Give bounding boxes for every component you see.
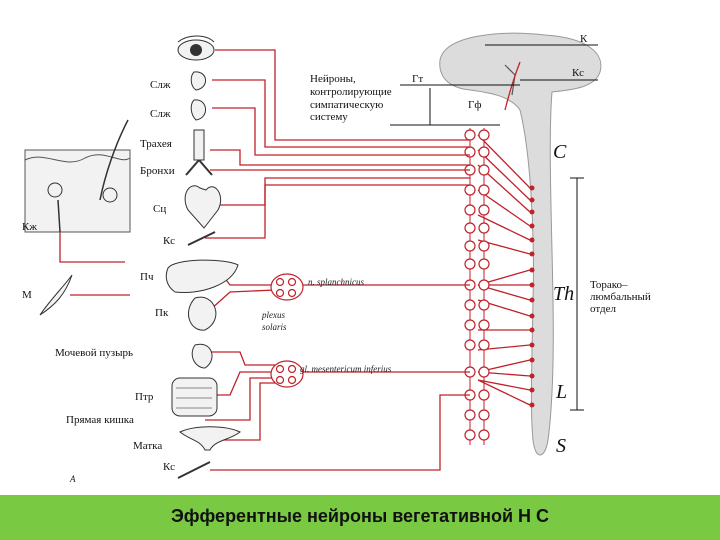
celiac-ganglion — [270, 273, 304, 301]
thoracolumbar-bracket: Торако– люмбальный отдел — [570, 177, 651, 411]
segment-c: C — [553, 141, 567, 163]
label-gt: Гт — [412, 73, 423, 85]
neurons-line2: контролирующие — [310, 86, 392, 98]
footer-title: Эфферентные нейроны вегетативной Н С — [170, 506, 550, 526]
label-trachea: Трахея — [140, 138, 172, 150]
label-panel: А — [69, 474, 76, 484]
label-splanchnicus: n. splanchnicus — [308, 277, 364, 287]
vessel-icon-left — [187, 231, 216, 246]
mesenteric-ganglion — [270, 360, 304, 388]
neurons-annotation: Нейроны, контролирующие симпатическую си… — [310, 73, 520, 126]
label-plexus-1: plexus — [261, 310, 285, 320]
label-kc-bottom: Кс — [163, 461, 175, 473]
neurons-line1: Нейроны, — [310, 73, 356, 85]
lacrimal-gland-icon — [190, 71, 206, 91]
salivary-gland-icon — [190, 99, 206, 121]
skin-section — [24, 119, 131, 233]
label-plexus-2: solaris — [262, 322, 287, 332]
label-rectum: Прямая кишка — [66, 414, 134, 426]
heart-icon — [184, 185, 222, 229]
thoraco-line3: отдел — [590, 303, 616, 315]
cord-neuron-dots — [529, 185, 535, 408]
footer-bar: Эфферентные нейроны вегетативной Н С — [0, 495, 720, 540]
label-slzh-2: Слж — [150, 108, 171, 120]
label-mesentericum: gl. mesentericum inferius — [300, 364, 392, 374]
label-heart: Сц — [153, 203, 166, 215]
smooth-muscle-icon — [39, 274, 73, 316]
label-liver: Пч — [140, 271, 154, 283]
label-bronchi: Бронхи — [140, 165, 175, 177]
kidney-icon — [187, 296, 217, 331]
thoraco-line1: Торако– — [590, 279, 628, 291]
label-kidney: Пк — [155, 307, 169, 319]
label-slzh-1: Слж — [150, 79, 171, 91]
label-gf: Гф — [468, 99, 482, 111]
segment-s: S — [556, 435, 566, 457]
segment-l: L — [555, 381, 567, 403]
preganglionic-fibers — [477, 134, 531, 406]
autonomic-efferent-diagram: К Кс Нейроны, контролирующие симпатическ… — [22, 32, 651, 484]
bladder-icon — [191, 343, 213, 369]
postganglionic-fibers — [59, 49, 470, 471]
intestine-icon — [171, 377, 218, 417]
eye-icon — [177, 35, 215, 61]
label-kc-top: Кс — [572, 67, 584, 79]
liver-icon — [165, 259, 239, 294]
label-k: К — [580, 33, 588, 45]
brain-spinal-cord — [439, 32, 602, 456]
neurons-line4: систему — [310, 111, 348, 123]
segment-th: Th — [553, 283, 574, 305]
thoraco-line2: люмбальный — [590, 291, 651, 303]
label-m: М — [22, 289, 32, 301]
trachea-icon — [185, 129, 213, 176]
label-intestine: Птр — [135, 391, 154, 403]
uterus-icon — [179, 426, 241, 451]
neurons-line3: симпатическую — [310, 99, 383, 111]
label-kzh: Кж — [22, 221, 37, 233]
label-kc-left: Кс — [163, 235, 175, 247]
sympathetic-chain — [464, 128, 490, 445]
label-bladder: Мочевой пузырь — [55, 347, 133, 359]
label-uterus: Матка — [133, 440, 162, 452]
vessel-icon-bottom — [177, 461, 211, 479]
